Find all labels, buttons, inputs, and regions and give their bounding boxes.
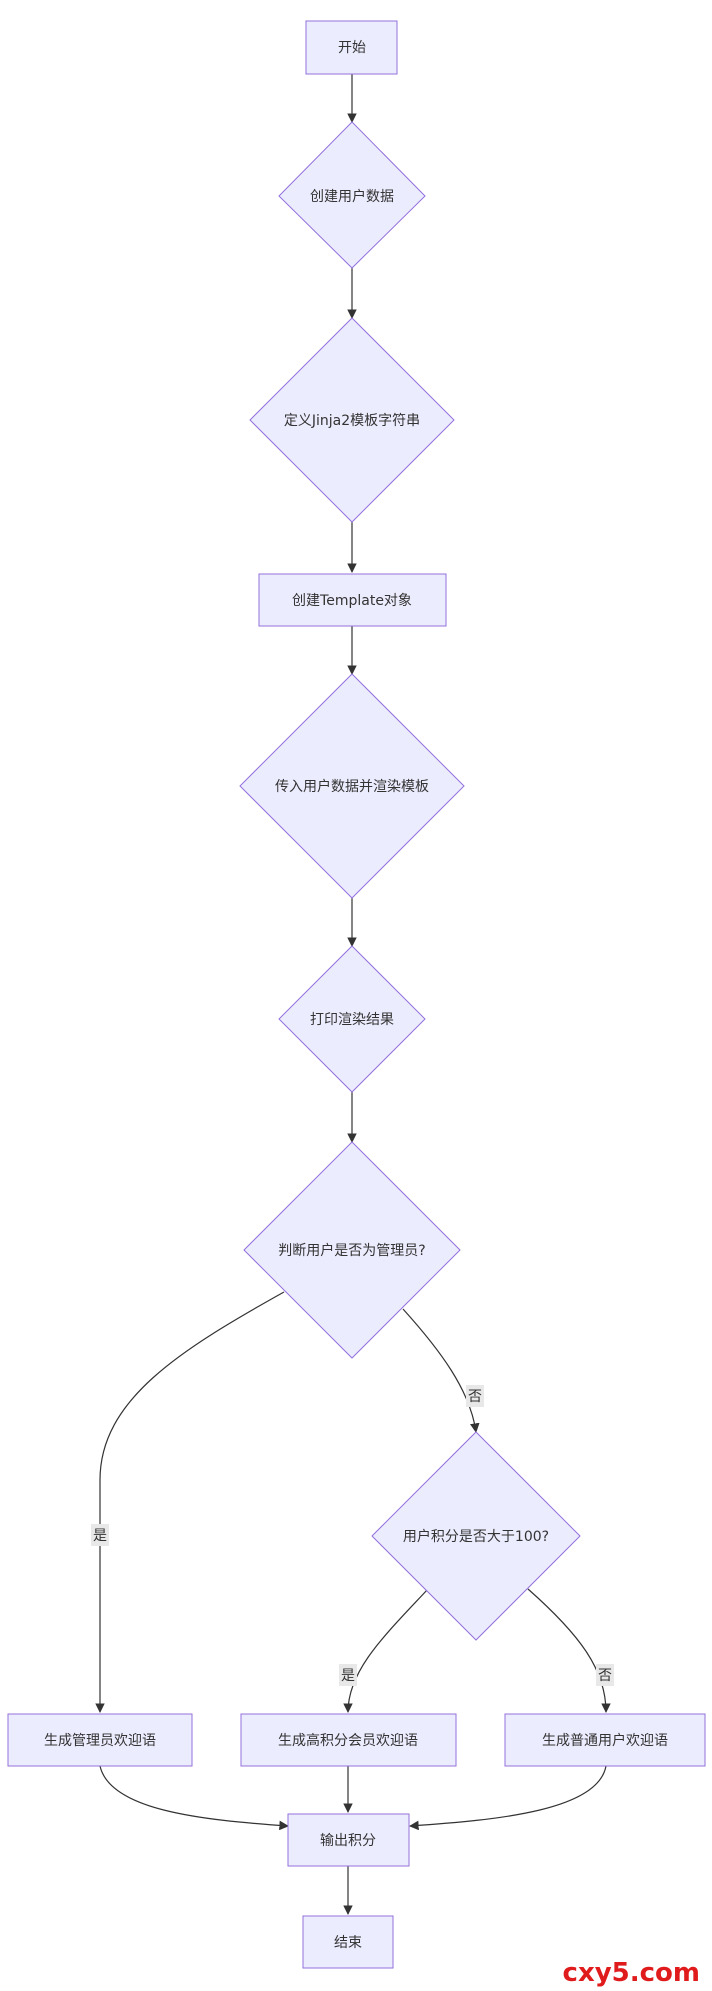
svg-text:用户积分是否大于100?: 用户积分是否大于100? <box>403 1528 549 1545</box>
edge-points-no-to-normal <box>527 1588 611 1713</box>
svg-text:创建Template对象: 创建Template对象 <box>292 593 412 609</box>
node-points-over-100: 用户积分是否大于100? <box>371 1431 581 1641</box>
svg-text:否: 否 <box>598 1668 612 1684</box>
edge-label-admin-yes: 是 <box>91 1524 109 1546</box>
svg-text:输出积分: 输出积分 <box>320 1833 376 1849</box>
edge-label-points-no: 否 <box>596 1664 614 1686</box>
edge-points-yes-to-vip <box>343 1588 429 1713</box>
node-create-template-object: 创建Template对象 <box>258 573 447 627</box>
svg-text:是: 是 <box>93 1528 107 1544</box>
svg-text:否: 否 <box>468 1389 482 1405</box>
node-output-points: 输出积分 <box>287 1813 410 1867</box>
node-start: 开始 <box>305 20 398 75</box>
svg-text:生成高积分会员欢迎语: 生成高积分会员欢迎语 <box>278 1732 418 1749</box>
node-define-template-string: 定义Jinja2模板字符串 <box>249 317 455 523</box>
svg-text:创建用户数据: 创建用户数据 <box>310 188 394 205</box>
watermark-logo: cxy5.com <box>563 1958 700 1988</box>
svg-text:判断用户是否为管理员?: 判断用户是否为管理员? <box>278 1242 425 1259</box>
edge-label-admin-no: 否 <box>466 1385 484 1407</box>
svg-text:传入用户数据并渲染模板: 传入用户数据并渲染模板 <box>275 778 429 795</box>
node-vip-greeting: 生成高积分会员欢迎语 <box>240 1713 457 1767</box>
node-admin-greeting: 生成管理员欢迎语 <box>7 1713 193 1767</box>
svg-text:开始: 开始 <box>338 40 366 56</box>
node-render-template: 传入用户数据并渲染模板 <box>239 673 465 899</box>
svg-text:定义Jinja2模板字符串: 定义Jinja2模板字符串 <box>284 413 420 429</box>
edge-normal-to-output <box>409 1765 607 1831</box>
svg-text:打印渲染结果: 打印渲染结果 <box>310 1011 394 1028</box>
svg-text:生成普通用户欢迎语: 生成普通用户欢迎语 <box>542 1732 668 1749</box>
node-create-user-data: 创建用户数据 <box>278 121 426 269</box>
svg-text:生成管理员欢迎语: 生成管理员欢迎语 <box>44 1733 156 1749</box>
node-end: 结束 <box>302 1915 394 1969</box>
node-print-result: 打印渲染结果 <box>278 945 426 1093</box>
edge-is-admin-to-admin-greeting <box>95 1291 285 1713</box>
edge-is-admin-to-points-check <box>402 1308 480 1433</box>
edge-label-points-yes: 是 <box>339 1664 357 1686</box>
svg-text:结束: 结束 <box>334 1935 362 1951</box>
node-normal-greeting: 生成普通用户欢迎语 <box>504 1713 706 1767</box>
edges <box>95 74 611 1915</box>
edge-admin-greeting-to-output <box>99 1765 289 1831</box>
node-is-admin: 判断用户是否为管理员? <box>243 1141 461 1359</box>
svg-text:是: 是 <box>341 1668 355 1684</box>
